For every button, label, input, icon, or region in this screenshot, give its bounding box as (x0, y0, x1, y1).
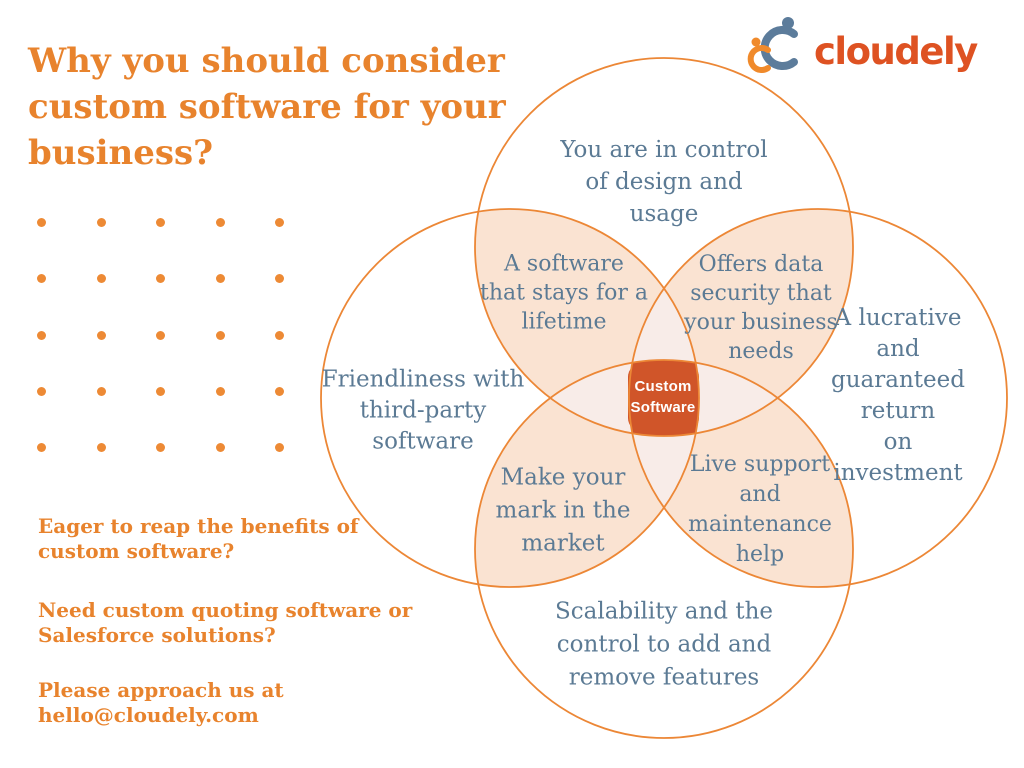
dot (96, 274, 106, 284)
dot (275, 386, 284, 396)
dot (156, 386, 165, 396)
dot (215, 274, 225, 284)
dot (275, 330, 284, 340)
venn-center-label: Custom Software (630, 378, 696, 416)
dot (215, 386, 225, 396)
dot (96, 443, 106, 453)
dot (156, 218, 165, 227)
dot (96, 330, 106, 340)
venn-label-right: A lucrative and guaranteed return on inv… (831, 305, 965, 486)
venn-label-bottom-left: Make your mark in the market (495, 464, 631, 557)
dot (215, 443, 225, 453)
dot (37, 330, 46, 340)
venn-label-left: Friendliness with third-party software (321, 366, 525, 455)
dot (215, 330, 225, 340)
dot (275, 218, 284, 227)
venn-label-top-right: Offers data security that your business … (684, 252, 838, 364)
page-title: Why you should consider custom software … (28, 41, 506, 173)
two-running-figures-icon (747, 17, 798, 73)
dot (275, 274, 284, 284)
venn-label-top: You are in control of design and usage (560, 137, 768, 227)
dot (37, 443, 46, 453)
venn-diagram (320, 57, 1008, 739)
dot (37, 218, 46, 227)
cta-contact-email: Please approach us at hello@cloudely.com (38, 678, 284, 727)
cta-benefits-question: Eager to reap the benefits of custom sof… (38, 514, 359, 563)
venn-label-bottom-right: Live support and maintenance help (688, 452, 832, 567)
dot (215, 218, 225, 227)
dot (37, 386, 46, 396)
cta-quoting-question: Need custom quoting software or Salesfor… (38, 598, 413, 647)
dot (275, 443, 284, 453)
dot (156, 330, 165, 340)
dot (37, 274, 46, 284)
venn-center-box (628, 363, 699, 432)
cloudely-logo: cloudely (744, 14, 1010, 84)
dot (96, 218, 106, 227)
dot (156, 274, 165, 284)
venn-label-bottom: Scalability and the control to add and r… (555, 598, 773, 691)
venn-label-top-left: A software that stays for a lifetime (480, 251, 648, 335)
dot-grid-decoration (37, 218, 297, 458)
logo-wordmark: cloudely (814, 30, 978, 73)
dot (96, 386, 106, 396)
dot (156, 443, 165, 453)
